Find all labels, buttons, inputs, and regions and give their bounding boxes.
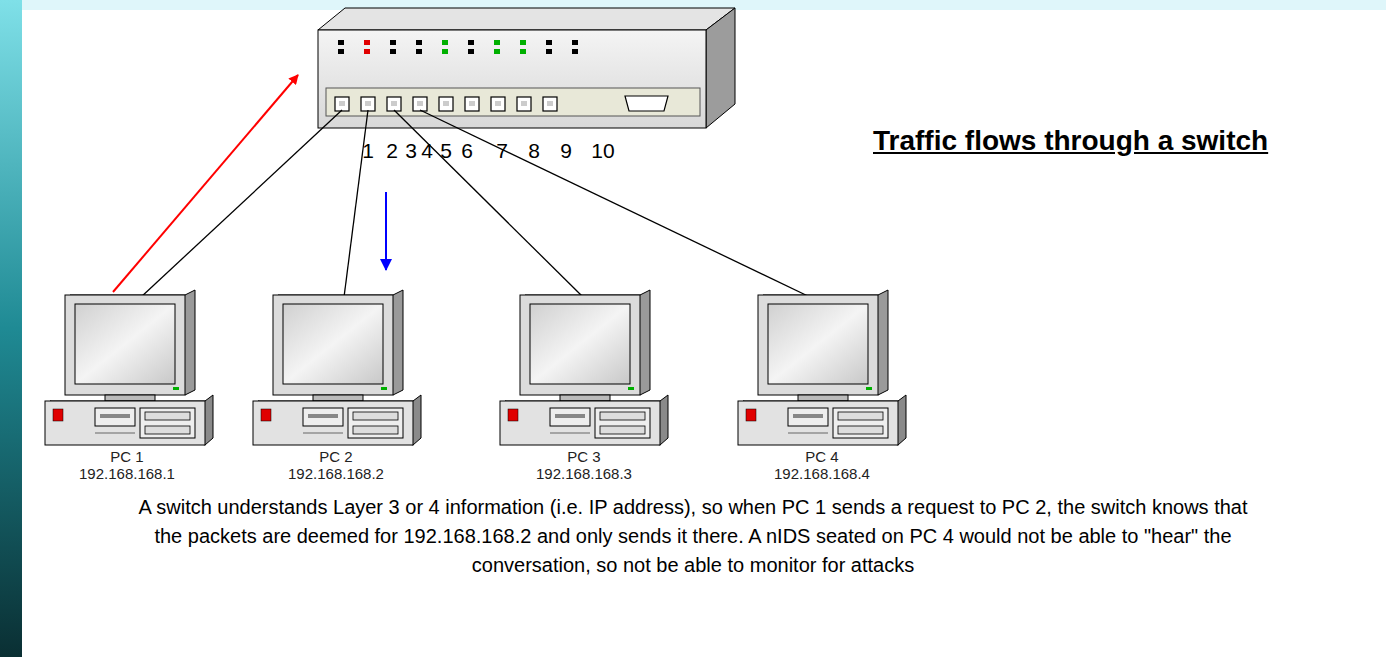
switch-port [491,97,505,111]
port-led [416,40,422,45]
pc-name: PC 3 [532,448,636,465]
switch-port [417,101,423,106]
port-number: 6 [461,139,473,163]
port-led [338,40,344,45]
port-led [364,49,370,54]
port-led [416,49,422,54]
port-number: 7 [496,139,508,163]
port-led [364,40,370,45]
port-number: 3 [405,139,417,163]
pc-label: PC 4192.168.168.4 [770,448,874,482]
switch-port [443,101,449,106]
port-number: 9 [560,139,572,163]
switch-port [391,101,397,106]
pc-label: PC 3192.168.168.3 [532,448,636,482]
pc-name: PC 1 [75,448,179,465]
port-led [572,40,578,45]
port-led [442,40,448,45]
port-led [494,40,500,45]
port-led [546,40,552,45]
ip-address: 192.168.168.1 [75,465,179,482]
switch-port [465,97,479,111]
port-number: 10 [591,139,614,163]
port-led [338,49,344,54]
switch-port [547,101,553,106]
port-number: 8 [528,139,540,163]
switch-port [365,101,371,106]
pc-label: PC 1192.168.168.1 [75,448,179,482]
switch-port [469,101,475,106]
ip-address: 192.168.168.3 [532,465,636,482]
diagram-title: Traffic flows through a switch [873,125,1268,157]
port-led [572,49,578,54]
port-led [390,40,396,45]
caption-text: A switch understands Layer 3 or 4 inform… [131,493,1255,580]
port-number: 5 [440,139,452,163]
switch-port [335,97,349,111]
pc-label: PC 2192.168.168.2 [284,448,388,482]
switch-port [413,97,427,111]
pc-name: PC 4 [770,448,874,465]
port-led [520,49,526,54]
pc-name: PC 2 [284,448,388,465]
port-led [520,40,526,45]
ip-address: 192.168.168.2 [284,465,388,482]
switch-port [387,97,401,111]
port-led [494,49,500,54]
port-number: 4 [421,139,433,163]
switch-port [521,101,527,106]
port-led [442,49,448,54]
port-number: 2 [386,139,398,163]
port-number: 1 [362,139,374,163]
switch-port [339,101,345,106]
switch-port [495,101,501,106]
ip-address: 192.168.168.4 [770,465,874,482]
port-led [468,40,474,45]
switch-port [543,97,557,111]
port-led [468,49,474,54]
switch-port [517,97,531,111]
switch-port [439,97,453,111]
port-led [546,49,552,54]
switch-port [361,97,375,111]
port-led [390,49,396,54]
